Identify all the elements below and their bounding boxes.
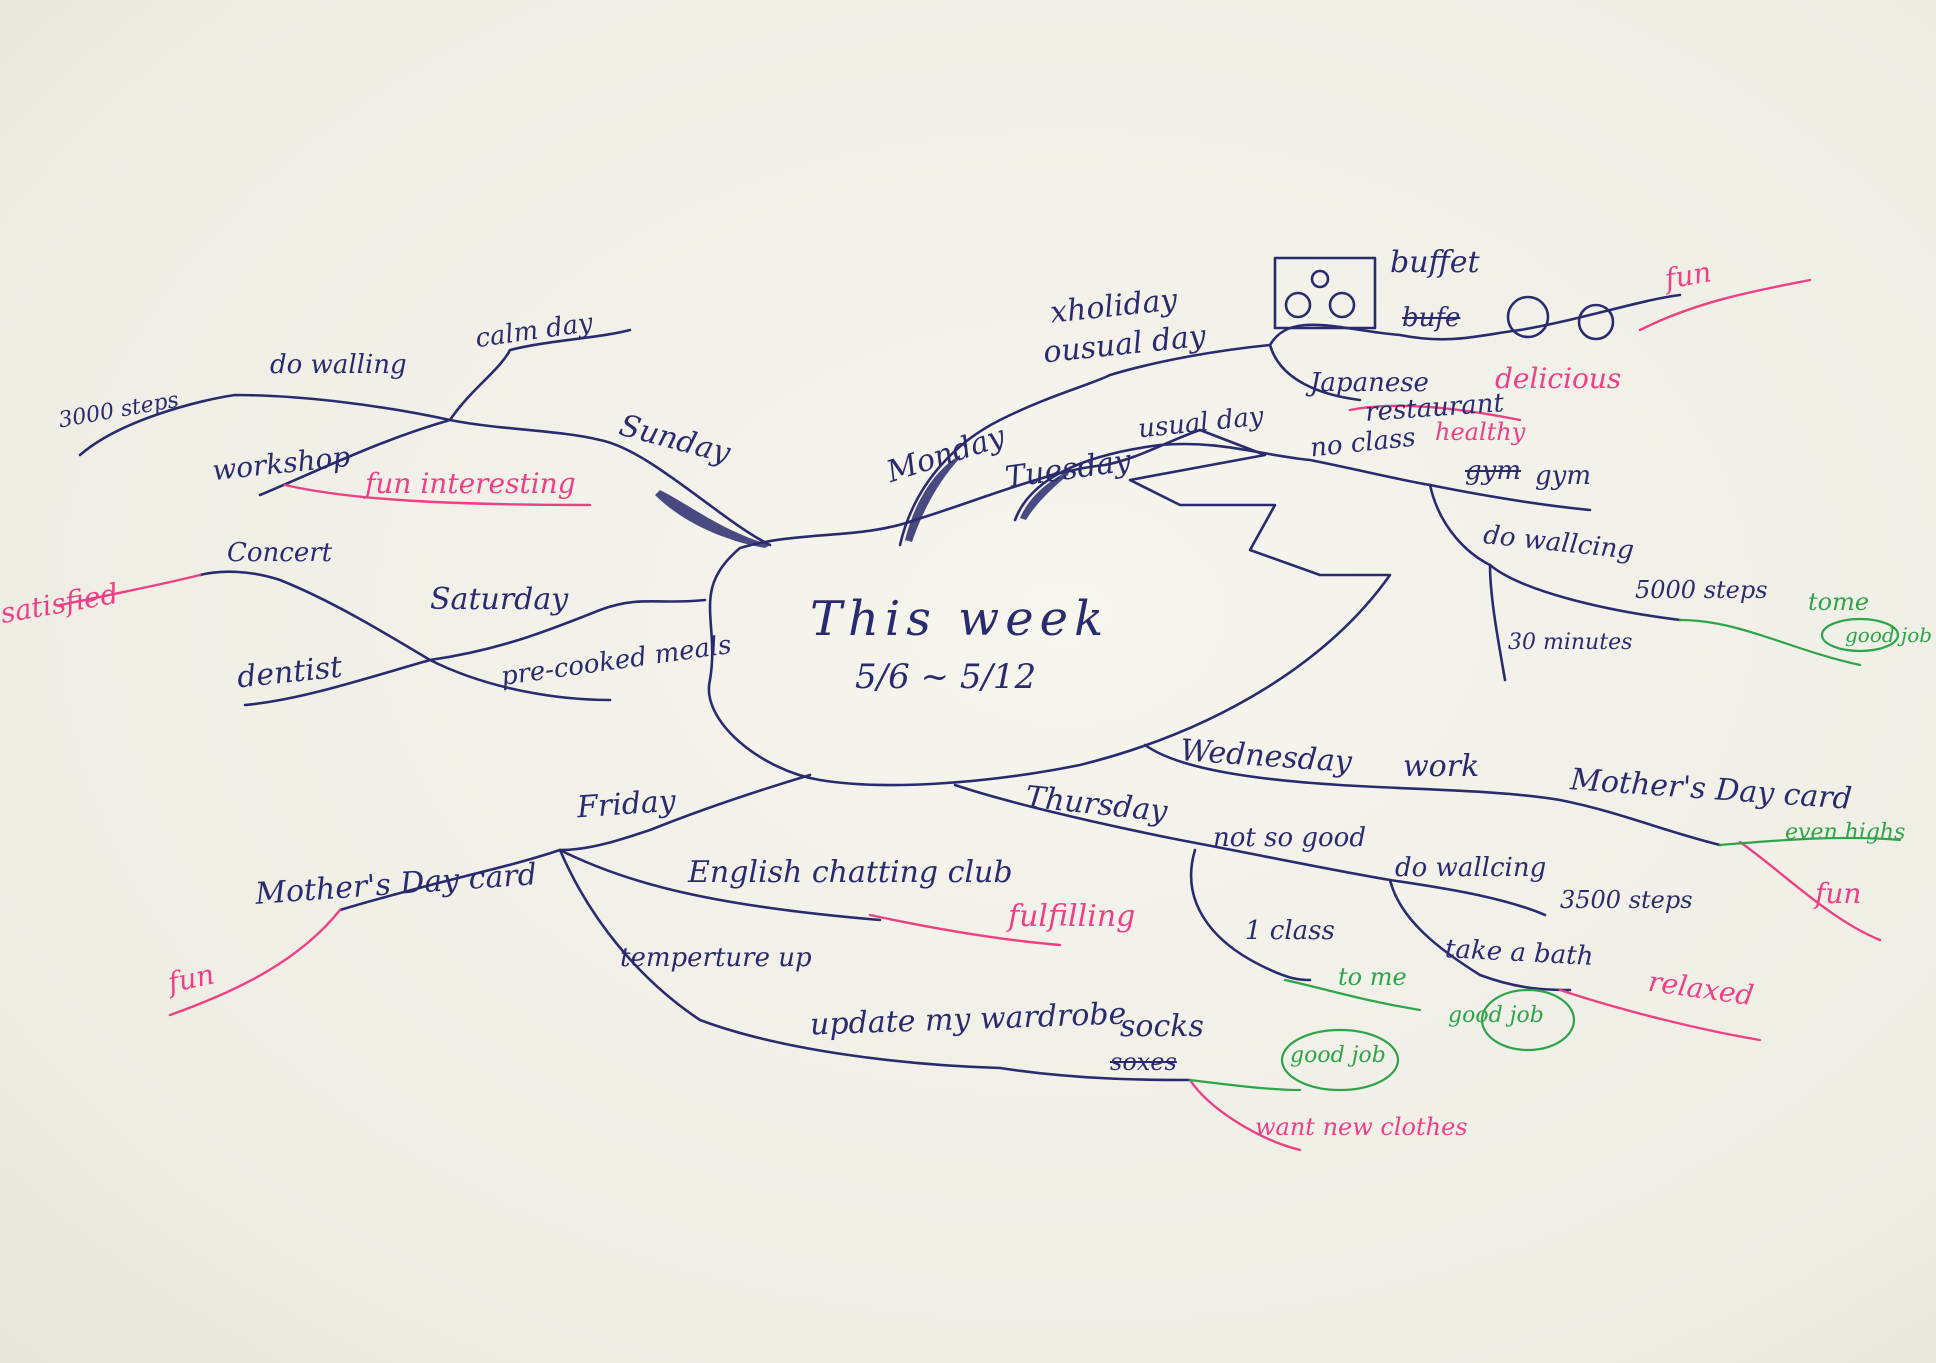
friday-fulfilling: fulfilling <box>1008 899 1136 934</box>
day-saturday: Saturday <box>430 582 569 617</box>
monday-fun: fun <box>1662 255 1714 296</box>
tuesday-good-job: good job <box>1845 623 1933 647</box>
friday-socks: socks <box>1120 1009 1204 1044</box>
thursday-good-job: good job <box>1448 1003 1544 1028</box>
tuesday-tome: tome <box>1808 588 1870 616</box>
sunday-do-walking: do walling <box>270 350 407 380</box>
branch-monday <box>898 343 1272 547</box>
thursday-one-class: 1 class <box>1245 916 1335 946</box>
tuesday-steps: 5000 steps <box>1635 576 1768 604</box>
branch-tuesday <box>1013 442 1432 522</box>
thursday-tome: to me <box>1338 963 1407 991</box>
thursday-not-so-good: not so good <box>1213 823 1366 853</box>
saturday-concert: Concert <box>227 538 333 568</box>
thursday-bath: take a bath <box>1444 934 1595 972</box>
monday-healthy: healthy <box>1435 418 1526 446</box>
branch-wednesday <box>1143 743 1722 847</box>
sunday-fun-interesting: fun interesting <box>365 467 576 500</box>
face-icon-2 <box>1577 303 1615 341</box>
buffet-box-icon <box>1273 256 1377 330</box>
monday-buffet: buffet <box>1390 245 1480 280</box>
friday-english: English chatting club <box>688 855 1013 890</box>
center-dates: 5/6 ~ 5/12 <box>855 657 1037 697</box>
wednesday-fun: fun <box>1815 877 1862 910</box>
branch-saturday <box>428 598 707 662</box>
wednesday-even-high: even highs <box>1785 820 1906 845</box>
tuesday-gym-struck: gym <box>1465 456 1521 486</box>
center-title: This week <box>810 591 1110 647</box>
center-bubble <box>707 428 1392 787</box>
branch-friday <box>558 773 812 852</box>
friday-good-job: good job <box>1290 1043 1386 1068</box>
branch-sunday <box>448 418 772 547</box>
monday-bufe-struck: bufe <box>1402 303 1461 333</box>
wednesday-work: work <box>1403 749 1480 784</box>
day-friday: Friday <box>575 783 677 826</box>
thursday-steps: 3500 steps <box>1560 886 1693 914</box>
friday-want-clothes: want new clothes <box>1255 1113 1468 1141</box>
thursday-do-walking: do wallcing <box>1395 853 1547 883</box>
monday-delicious: delicious <box>1495 362 1622 395</box>
branch-thursday <box>953 783 1547 917</box>
friday-temperature: temperture up <box>620 943 812 973</box>
tuesday-minutes: 30 minutes <box>1508 630 1633 655</box>
tuesday-gym: gym <box>1535 461 1591 491</box>
friday-soxes-struck: soxes <box>1110 1048 1177 1076</box>
monday-japanese: Japanese <box>1310 368 1429 398</box>
face-icon <box>1506 295 1550 339</box>
